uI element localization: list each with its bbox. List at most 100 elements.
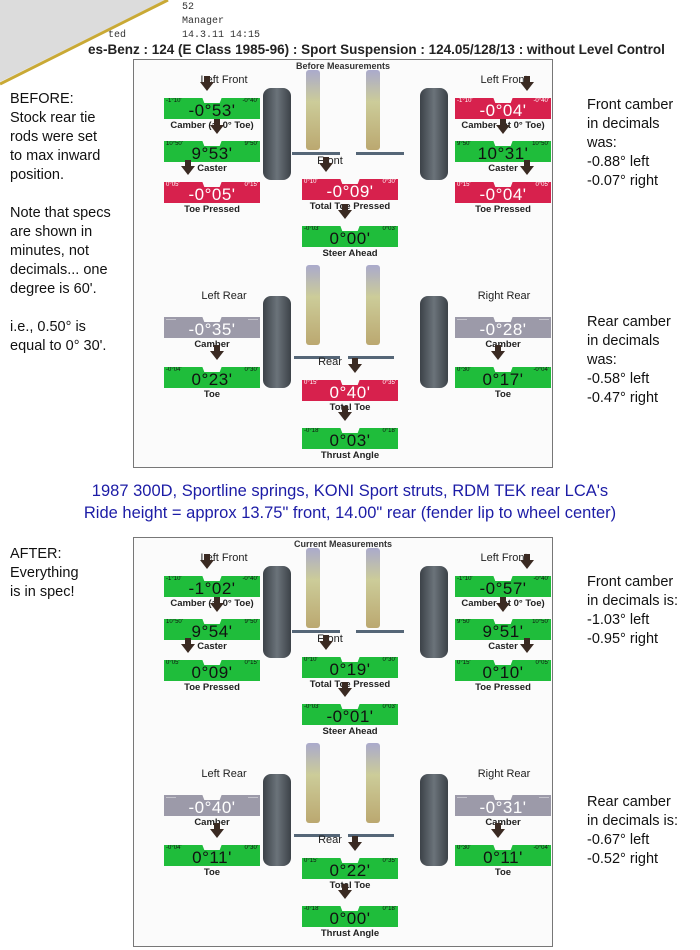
section-label-left-front: Left Front [200,74,248,86]
gauge-rf-toe: 0°15'0°05'0°10'Toe Pressed [455,638,551,693]
gauge-label: Toe [203,389,221,400]
axle-illustration [294,834,340,837]
gauge-max: ----- [539,795,549,801]
gauge-label: Toe [494,867,512,878]
wheel-illustration [263,566,291,658]
gauge-bar: -1°10'-0°40'-0°53' [164,98,260,119]
gauge-rr-toe: 0°30'-0°04'0°17'Toe [455,345,551,400]
arrow-down-icon [319,635,333,650]
gauge-max: -0°04' [533,845,549,851]
gauge-min: ----- [166,317,176,323]
gauge-bar: -0°18'0°18'0°03' [302,428,398,449]
gauge-min: 0°15' [457,182,471,188]
gauge-value: -0°04' [479,101,527,120]
gauge-lf-caster: 10°50'9°50'9°53'Caster [164,119,260,174]
gauge-max: -0°40' [533,576,549,582]
gauge-min: -0°04' [166,367,182,373]
gauge-bar: -1°10'-0°40'-1°02' [164,576,260,597]
gauge-max: 0°05' [535,660,549,666]
gauge-label: Toe [494,389,512,400]
section-label-rear: Rear [318,834,342,846]
gauge-bar: ----- ----- -0°31' [455,795,551,816]
gauge-value: 0°11' [192,848,232,867]
arrow-down-icon [338,682,353,697]
gauge-max: 0°35' [382,380,396,386]
arrow-down-icon [338,406,353,421]
after-front-camber-note: Front camber in decimals is: -1.03° left… [587,574,679,647]
gauge-lr-toe: -0°04'0°30'0°23'Toe [164,345,260,400]
gauge-min: 0°10' [304,657,318,663]
gauge-label: Total Toe [329,880,371,891]
gauge-value: -0°40' [188,798,236,817]
gauge-max: 0°15' [244,182,258,188]
wheel-illustration [263,88,291,180]
section-label-left-rear: Left Rear [201,768,247,780]
gauge-value: 0°00' [329,909,371,928]
gauge-min: ----- [457,795,467,801]
gauge-min: -1°10' [457,576,473,582]
gauge-min: 0°15' [304,380,318,386]
wheel-illustration [420,566,448,658]
gauge-value: -0°05' [188,185,236,204]
gauge-lf-toe: 0°05'0°15'0°09'Toe Pressed [164,638,260,693]
wheel-illustration [263,774,291,866]
caption-line-2: Ride height = approx 13.75" front, 14.00… [83,504,617,522]
gauge-bar: 0°05' 0°15' -0°05' [164,182,260,203]
gauge-max: 0°35' [382,858,396,864]
gauge-max: 0°30' [382,657,396,663]
axle-illustration [294,356,340,359]
gauge-bar: 0°15'0°35'0°22' [302,858,398,879]
gauge-min: 0°15' [457,660,471,666]
gauge-max: 0°18' [382,906,396,912]
gauge-max: 0°03' [382,704,396,710]
arrow-down-icon [200,554,215,569]
gauge-min: 0°05' [166,182,180,188]
gauge-value: 0°19' [329,660,371,679]
arrow-down-icon [491,823,506,838]
arrow-down-icon [338,884,353,899]
gauge-value: 0°03' [329,431,371,450]
gauge-bar: -0°04'0°30'0°11' [164,845,260,866]
caption-line-1: 1987 300D, Sportline springs, KONI Sport… [91,482,609,500]
gauge-min: 9°50' [457,619,471,625]
gauge-label: Toe [203,867,221,878]
gauge-max: -0°40' [242,98,258,104]
gauge-label: Steer Ahead [322,248,378,259]
header-date: 14.3.11 14:15 [182,30,261,41]
arrow-down-icon [520,160,534,175]
vehicle-caption: 1987 300D, Sportline springs, KONI Sport… [0,480,700,524]
after-note: AFTER: Everything is in spec! [10,546,79,600]
gauge-label: Total Toe Pressed [309,679,391,690]
arrow-down-icon [209,345,224,360]
strut-illustration [366,743,380,823]
section-label-left-rear: Left Rear [201,290,247,302]
gauge-bar: 0°10' 0°30' 0°19' [302,657,398,678]
gauge-min: -0°18' [304,906,320,912]
gauge-bar: 0°05'0°15'0°09' [164,660,260,681]
gauge-bar: 0°15'0°35'0°40' [302,380,398,401]
axle-illustration [292,152,340,155]
gauge-max: 0°15' [244,660,258,666]
gauge-label: Steer Ahead [322,726,378,737]
strut-illustration [366,70,380,150]
strut-illustration [366,265,380,345]
axle-illustration [292,630,340,633]
gauge-total-toe-rear: 0°15'0°35'0°22'Total Toe [302,836,398,891]
arrow-down-icon [520,638,534,653]
gauge-min: 0°05' [166,660,180,666]
gauge-label: Camber [485,817,521,828]
after-rear-camber-note: Rear camber in decimals is: -0.67° left … [587,794,679,867]
gauge-total-toe-front: 0°10' 0°30' 0°19'Total Toe Pressed [302,635,398,690]
gauge-label: Total Toe [329,402,371,413]
gauge-rf-toe: 0°15'0°05'-0°04'Toe Pressed [455,160,551,215]
gauge-value: 9°53' [191,144,233,163]
gauge-min: 0°10' [304,179,318,185]
arrow-down-icon [200,76,215,91]
gauge-value: -0°31' [479,798,527,817]
before-rear-camber-note: Rear camber in decimals was: -0.58° left… [587,314,671,406]
gauge-bar: 10°50'9°50'9°54' [164,619,260,640]
arrow-down-icon [181,638,195,653]
gauge-min: -0°03' [304,704,320,710]
wheel-illustration [420,774,448,866]
